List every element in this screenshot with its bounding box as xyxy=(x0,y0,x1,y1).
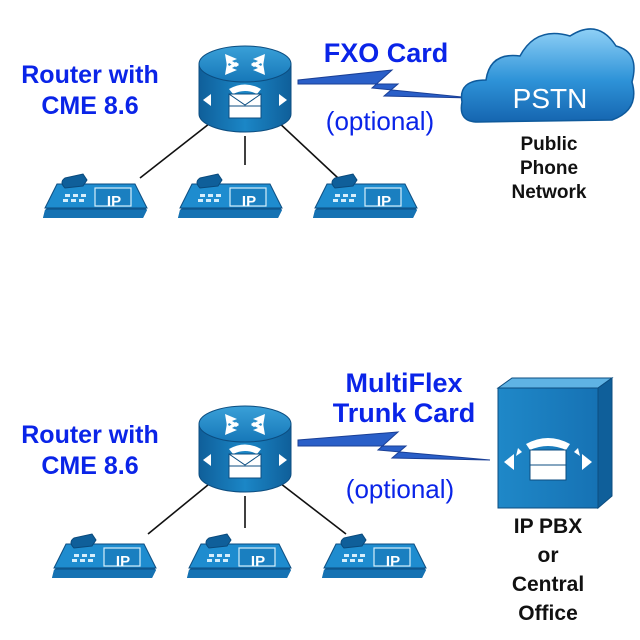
bottom-router-label-line2: CME 8.6 xyxy=(41,452,139,480)
pstn-cloud-icon: PSTN xyxy=(460,28,635,123)
bottom-optional-label: (optional) xyxy=(345,474,455,504)
bottom-ip-phone-icon-2: IP xyxy=(186,533,292,579)
bottom-card-label-line1: MultiFlex xyxy=(345,368,463,398)
top-ip-phone-icon-2: IP xyxy=(177,173,283,219)
ip-pbx-icon xyxy=(496,377,614,510)
top-phone-label-2: IP xyxy=(242,193,256,210)
pstn-caption-line2: Phone xyxy=(519,158,579,179)
bottom-card-label-line2: Trunk Card xyxy=(332,398,476,428)
top-phone-connection-lines xyxy=(139,119,339,179)
top-router-label-line2: CME 8.6 xyxy=(41,92,139,120)
top-optional-label: (optional) xyxy=(325,106,435,136)
bottom-phone-label-3: IP xyxy=(386,553,400,570)
bottom-phone-label-1: IP xyxy=(116,553,130,570)
bottom-card-label: MultiFlex Trunk Card xyxy=(304,368,504,428)
top-phone-label-1: IP xyxy=(107,193,121,210)
bottom-phone-label-2: IP xyxy=(251,553,265,570)
top-ip-phone-icon-1: IP xyxy=(42,173,148,219)
pbx-caption: IP PBX or Central Office xyxy=(488,512,608,628)
bottom-serial-link-icon xyxy=(297,431,491,461)
pstn-cloud-label: PSTN xyxy=(513,83,588,114)
pbx-caption-line4: Office xyxy=(518,602,578,625)
pstn-caption: Public Phone Network xyxy=(494,133,604,205)
bottom-diagram: IP IP IP xyxy=(51,377,614,579)
bottom-router-label-line1: Router with xyxy=(21,421,159,449)
pbx-caption-line3: Central xyxy=(511,573,585,596)
top-card-label: FXO Card xyxy=(323,38,449,68)
pstn-caption-line3: Network xyxy=(511,182,587,203)
bottom-ip-phone-icon-3: IP xyxy=(321,533,427,579)
bottom-router-icon xyxy=(198,405,292,493)
top-phone-label-3: IP xyxy=(377,193,391,210)
pbx-caption-line2: or xyxy=(537,544,559,567)
top-diagram: IP IP IP PSTN xyxy=(42,28,635,219)
bottom-ip-phone-icon-1: IP xyxy=(51,533,157,579)
pbx-caption-line1: IP PBX xyxy=(513,515,583,538)
bottom-phone-connection-lines xyxy=(147,479,347,535)
top-serial-link-icon xyxy=(297,69,473,99)
top-ip-phone-icon-3: IP xyxy=(312,173,418,219)
top-router-label: Router with CME 8.6 xyxy=(6,60,174,122)
pstn-caption-line1: Public xyxy=(520,134,578,155)
top-router-label-line1: Router with xyxy=(21,61,159,89)
top-router-icon xyxy=(198,45,292,133)
bottom-router-label: Router with CME 8.6 xyxy=(6,420,174,482)
